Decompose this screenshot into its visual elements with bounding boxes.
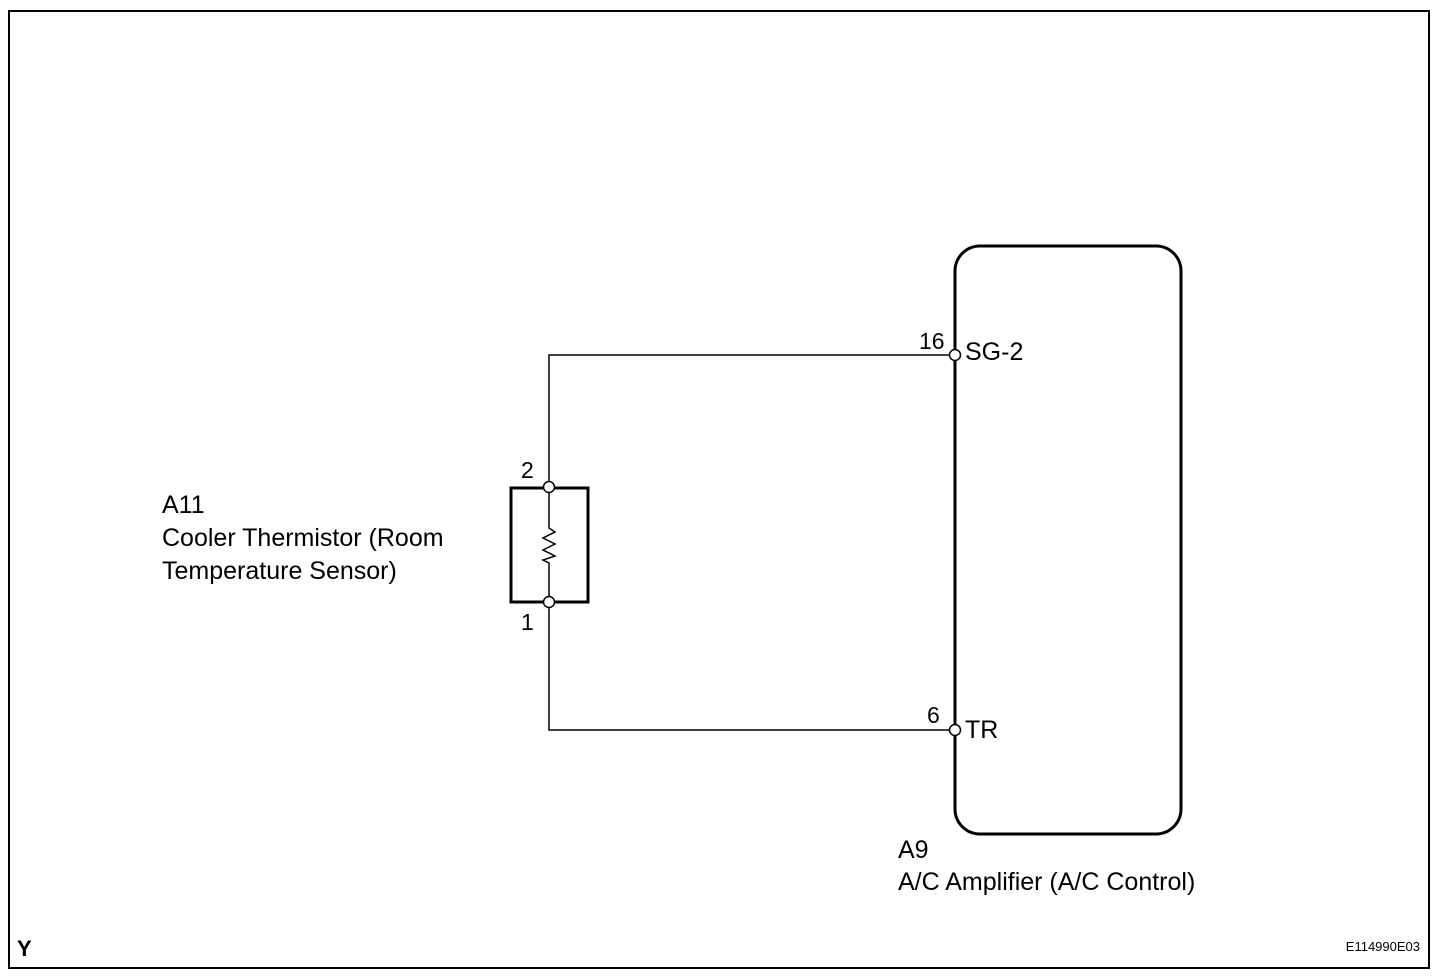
sensor-name-line1: Cooler Thermistor (Room	[162, 524, 444, 552]
footer-left-mark: Y	[17, 936, 32, 961]
amplifier-code: A9	[898, 836, 929, 864]
wire-tr	[548, 602, 949, 731]
sensor-pin-2-terminal	[542, 480, 556, 494]
sensor-pin-1-label: 1	[521, 609, 534, 635]
sensor-code: A11	[162, 491, 205, 519]
resistor-icon	[541, 493, 557, 597]
amplifier-name: A/C Amplifier (A/C Control)	[898, 868, 1195, 896]
amplifier-pin-sg2-number: 16	[919, 328, 945, 354]
wire-sg2	[548, 354, 949, 487]
amplifier-pin-sg2-label: SG-2	[965, 338, 1023, 366]
sensor-pin-2-label: 2	[521, 457, 534, 483]
amplifier-pin-tr-terminal	[948, 723, 962, 737]
sensor-pin-1-terminal	[542, 595, 556, 609]
diagram-frame	[8, 10, 1430, 969]
amplifier-pin-tr-label: TR	[965, 716, 998, 744]
sensor-name-line2: Temperature Sensor)	[162, 557, 397, 585]
amplifier-pin-sg2-terminal	[948, 348, 962, 362]
amplifier-pin-tr-number: 6	[927, 702, 940, 728]
figure-id: E114990E03	[1346, 939, 1420, 954]
ac-amplifier-box	[953, 244, 1183, 836]
